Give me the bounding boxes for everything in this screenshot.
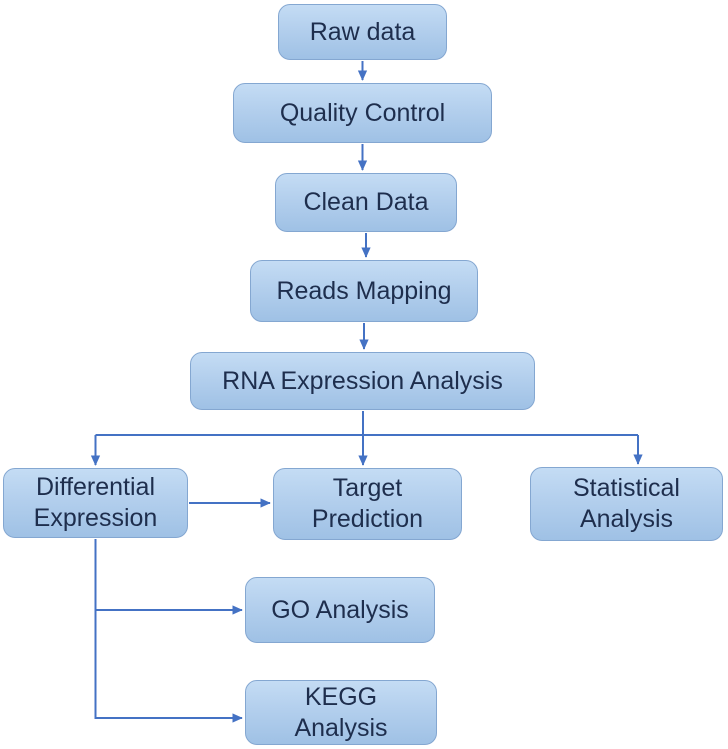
node-statistical-analysis: Statistical Analysis	[530, 467, 723, 541]
node-reads-mapping: Reads Mapping	[250, 260, 478, 322]
node-raw-data: Raw data	[278, 4, 447, 60]
node-target-prediction-label: Target Prediction	[311, 474, 424, 533]
node-statistical-analysis-label: Statistical Analysis	[573, 474, 680, 533]
node-quality-control-label: Quality Control	[279, 98, 446, 127]
node-quality-control: Quality Control	[233, 83, 492, 143]
node-raw-data-label: Raw data	[309, 17, 416, 46]
node-target-prediction: Target Prediction	[273, 468, 462, 540]
node-kegg-analysis: KEGG Analysis	[245, 680, 437, 745]
node-differential-expression-label: Differential Expression	[33, 473, 158, 532]
node-reads-mapping-label: Reads Mapping	[276, 276, 452, 305]
node-go-analysis: GO Analysis	[245, 577, 435, 643]
edge-differential-expression-to-kegg-analysis	[94, 539, 243, 723]
node-clean-data-label: Clean Data	[303, 188, 429, 216]
node-go-analysis-label: GO Analysis	[271, 595, 409, 624]
node-clean-data: Clean Data	[275, 173, 457, 232]
node-differential-expression: Differential Expression	[3, 468, 188, 538]
node-kegg-analysis-label: KEGG Analysis	[294, 682, 388, 742]
node-rna-expression-analysis-label: RNA Expression Analysis	[222, 366, 503, 395]
node-rna-expression-analysis: RNA Expression Analysis	[190, 352, 535, 410]
